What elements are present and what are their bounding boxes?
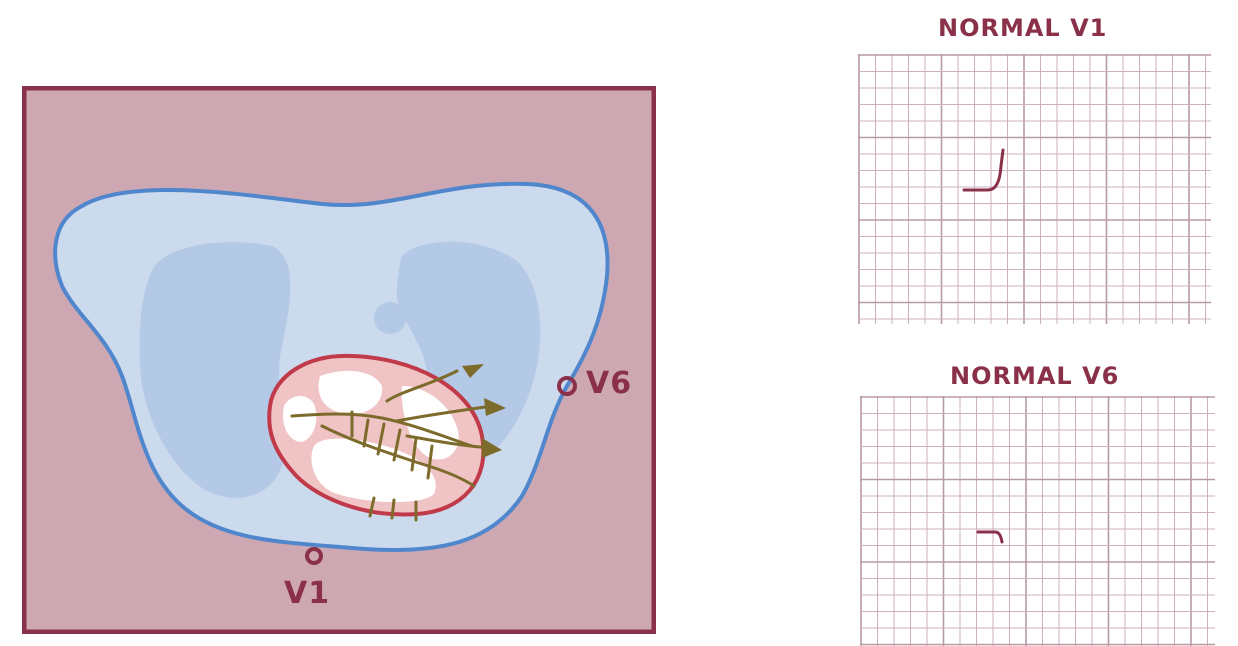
electrode-v6 xyxy=(557,376,577,396)
ecg-grid-v1 xyxy=(858,54,1211,324)
ecg-gridlines xyxy=(858,54,1211,324)
ecg-gridlines xyxy=(860,396,1215,646)
ecg-trace-v1 xyxy=(962,148,1005,192)
right-lung xyxy=(139,242,291,498)
chest-cross-section xyxy=(22,86,656,634)
ecg-title-v1: NORMAL V1 xyxy=(938,14,1108,42)
ecg-title-v6: NORMAL V6 xyxy=(950,362,1120,390)
depolarization-arrows xyxy=(462,364,506,458)
heart-chamber-lower xyxy=(311,438,436,503)
conduction-system xyxy=(290,369,494,522)
electrode-v1 xyxy=(305,547,323,565)
ecg-trace-v6 xyxy=(976,530,1004,544)
ecg-grid-v6 xyxy=(860,396,1215,646)
aorta xyxy=(374,302,406,334)
heart-chamber-left xyxy=(282,395,317,442)
electrode-label-v6: V6 xyxy=(586,366,633,401)
heart-chamber-upper xyxy=(318,370,383,415)
electrode-label-v1: V1 xyxy=(284,576,331,611)
